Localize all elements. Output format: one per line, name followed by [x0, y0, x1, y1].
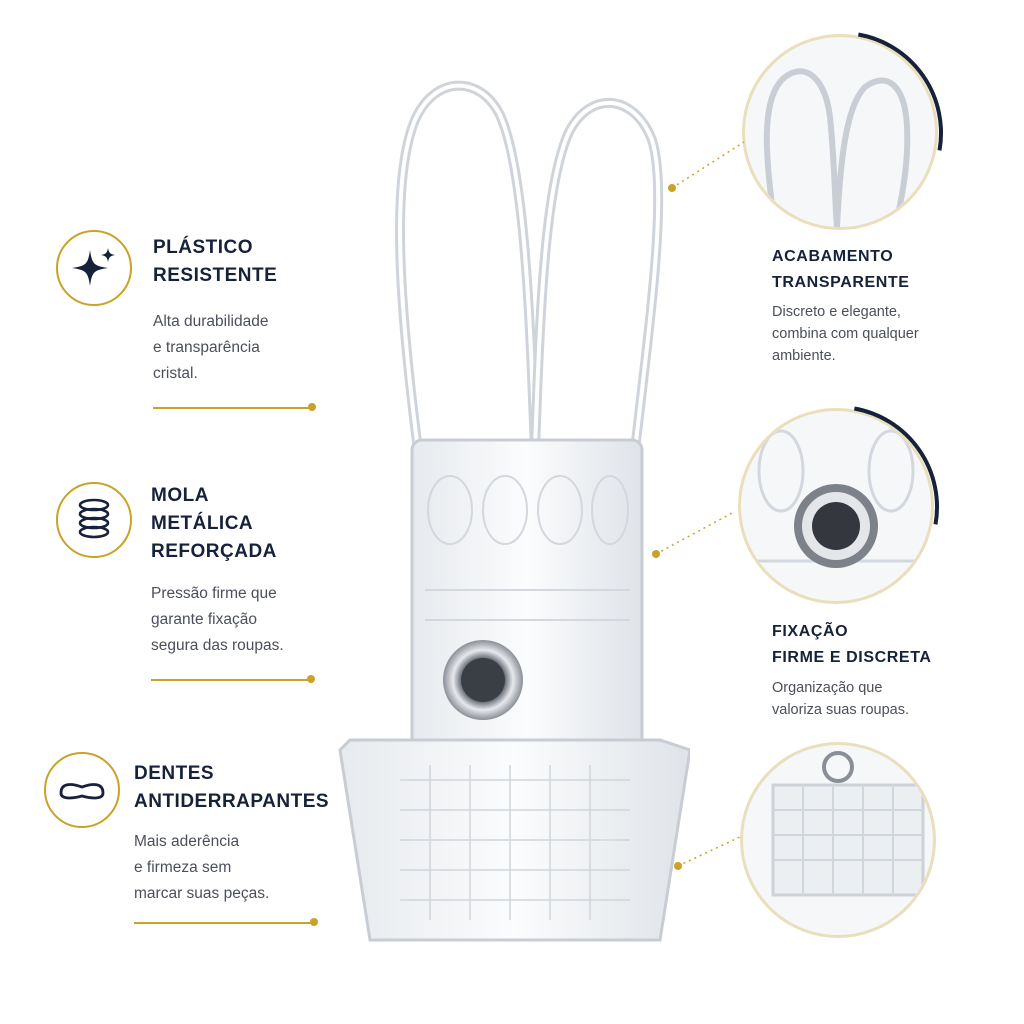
- zoom-metal-ring-connector: [652, 511, 735, 558]
- plastic-feature-divider-dot: [308, 403, 316, 411]
- grip-feature-description: Mais aderência e firmeza sem marcar suas…: [134, 833, 270, 902]
- plastic-feature-badge: [56, 230, 132, 306]
- fixation-feature-description: Organização que valoriza suas roupas.: [772, 680, 910, 718]
- spring-feature-description: Pressão firme que garante fixação segura…: [151, 585, 284, 654]
- grip-feature-title: DENTES ANTIDERRAPANTES: [134, 763, 330, 812]
- grip-feature-divider-dot: [310, 918, 318, 926]
- spring-feature-badge: [56, 482, 132, 558]
- spring-feature-divider: [151, 679, 309, 681]
- zoom-top-loops-accent-arc: [858, 32, 943, 151]
- spring-coil-icon: [78, 498, 110, 539]
- finish-feature-title: ACABAMENTO TRANSPARENTE: [772, 248, 910, 291]
- grip-teeth-icon: [59, 783, 105, 800]
- sparkle-icon: [72, 248, 115, 286]
- zoom-metal-ring: [738, 408, 934, 604]
- zoom-top-loops-connector: [668, 141, 745, 192]
- grip-feature-badge: [44, 752, 120, 828]
- grip-feature-divider: [134, 922, 312, 924]
- zoom-metal-ring-accent-arc: [854, 406, 939, 525]
- plastic-feature-description: Alta durabilidade e transparência crista…: [153, 313, 269, 382]
- spring-feature-divider-dot: [307, 675, 315, 683]
- spring-feature-title: MOLA METÁLICA REFORÇADA: [151, 485, 277, 562]
- finish-feature-description: Discreto e elegante, combina com qualque…: [772, 304, 919, 364]
- plastic-feature-divider: [153, 407, 309, 409]
- zoom-top-loops: [742, 34, 938, 230]
- zoom-grip-teeth: [740, 742, 936, 938]
- fixation-feature-title: FIXAÇÃO FIRME E DISCRETA: [772, 623, 932, 666]
- plastic-feature-title: PLÁSTICO RESISTENTE: [153, 237, 278, 286]
- zoom-grip-teeth-connector: [674, 835, 743, 870]
- clothespin-product-image: [338, 80, 690, 942]
